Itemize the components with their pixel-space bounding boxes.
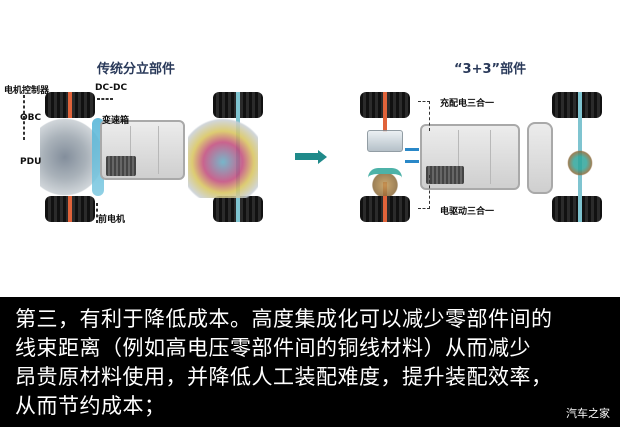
leader-line	[418, 175, 430, 209]
leader-line	[23, 95, 25, 140]
rear-left-tire	[552, 92, 602, 118]
front-axle-top	[68, 92, 72, 118]
label-pdu: PDU	[20, 157, 42, 167]
front-axle-top	[383, 92, 387, 132]
leader-line	[97, 98, 113, 100]
leader-line	[418, 101, 430, 131]
caption-line-3: 昂贵原材料使用，并降低人工装配难度，提升装配效率，	[15, 365, 553, 389]
caption-line-4: 从而节约成本；	[15, 394, 166, 418]
rear-battery-module	[527, 122, 553, 194]
right-panel-title: “3+3”部件	[454, 62, 527, 77]
right-arrow-icon	[295, 153, 319, 160]
drive-3in1-unit	[368, 168, 402, 196]
label-front-motor: 前电机	[98, 215, 126, 225]
leader-line	[96, 203, 98, 223]
caption-line-1: 第三，有利于降低成本。高度集成化可以减少零部件间的	[15, 307, 553, 331]
watermark-logo: 汽车之家	[566, 407, 610, 420]
right-arrow-head-icon	[318, 150, 327, 164]
label-charging-3in1: 充配电三合一	[440, 99, 495, 109]
left-panel-title: 传统分立部件	[97, 62, 176, 77]
battery-pack-left	[100, 120, 185, 180]
caption-band: 第三，有利于降低成本。高度集成化可以减少零部件间的 线束距离（例如高电压零部件间…	[0, 297, 620, 427]
front-axle-bottom	[68, 196, 72, 222]
label-gearbox: 变速箱	[102, 116, 130, 126]
diagram-area: 传统分立部件 电机控制器 DC-DC OBC 变速箱 PDU 前电机 “3+3”…	[4, 62, 602, 225]
front-axle-bottom	[383, 182, 387, 222]
rear-components	[188, 118, 258, 198]
caption-line-2: 线束距离（例如高电压零部件间的铜线材料）从而减少	[15, 336, 531, 360]
rear-right-tire	[552, 196, 602, 222]
label-drive-3in1: 电驱动三合一	[440, 207, 495, 217]
connector-bar	[405, 148, 419, 151]
connector-bar	[405, 160, 419, 163]
rear-drive-unit	[565, 148, 595, 178]
label-obc: OBC	[20, 113, 42, 123]
charging-3in1-unit	[367, 130, 403, 152]
battery-pack-right	[420, 124, 520, 190]
label-dcdc: DC-DC	[95, 83, 128, 93]
front-motor-assembly	[40, 118, 102, 196]
label-motor-controller: 电机控制器	[4, 86, 50, 96]
